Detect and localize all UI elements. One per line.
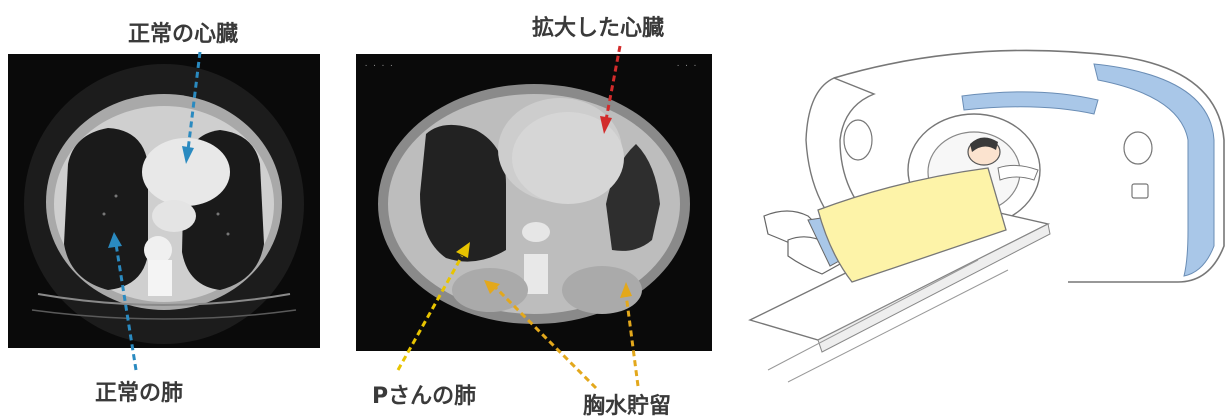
enlarged-heart-arrow bbox=[600, 46, 620, 134]
patient-lung-arrow bbox=[398, 242, 470, 370]
pleural-effusion-arrow-left bbox=[484, 280, 596, 388]
normal-heart-arrow bbox=[182, 52, 200, 164]
normal-lung-arrow bbox=[108, 232, 136, 370]
pleural-effusion-arrow-right bbox=[620, 282, 638, 386]
